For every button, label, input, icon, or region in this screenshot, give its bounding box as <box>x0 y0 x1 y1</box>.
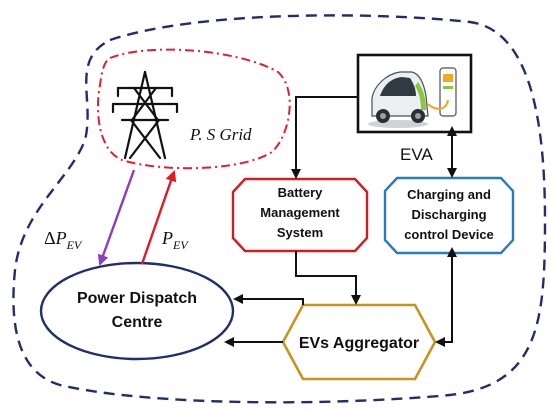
grid-boundary <box>97 48 291 170</box>
bms-label-line3: System <box>277 225 323 240</box>
cdcd-label-line3: control Device <box>404 227 494 242</box>
aggregator-label: EVs Aggregator <box>299 335 419 352</box>
bms-to-aggregator-connector <box>295 251 361 305</box>
delta-p-ev-arrow <box>97 169 136 266</box>
cdcd-aggregator-connector <box>435 247 457 347</box>
eva-to-bms-connector <box>291 96 358 179</box>
grid-label: P. S Grid <box>189 125 252 144</box>
system-boundary <box>12 14 547 404</box>
dispatch-label-line2: Centre <box>112 314 163 331</box>
bms-label-line1: Battery <box>278 185 324 200</box>
dispatch-label-line1: Power Dispatch <box>77 290 197 307</box>
bms-label-line2: Management <box>260 205 340 220</box>
transmission-tower-icon <box>111 70 179 160</box>
bms-block <box>231 177 369 253</box>
cdcd-label-line1: Charging and <box>407 187 491 202</box>
cdcd-label-line2: Discharging <box>411 207 486 222</box>
electric-car-charging-icon <box>368 67 457 128</box>
delta-p-ev-label: ΔPEV <box>44 228 83 252</box>
aggregator-to-dispatch-upper-connector <box>233 294 304 305</box>
p-ev-label: PEV <box>161 228 189 252</box>
charging-control-device-block <box>383 176 515 255</box>
p-ev-arrow <box>140 170 177 265</box>
eva-label: EVA <box>400 145 433 164</box>
eva-image <box>356 53 473 134</box>
power-dispatch-centre-node <box>39 261 235 361</box>
